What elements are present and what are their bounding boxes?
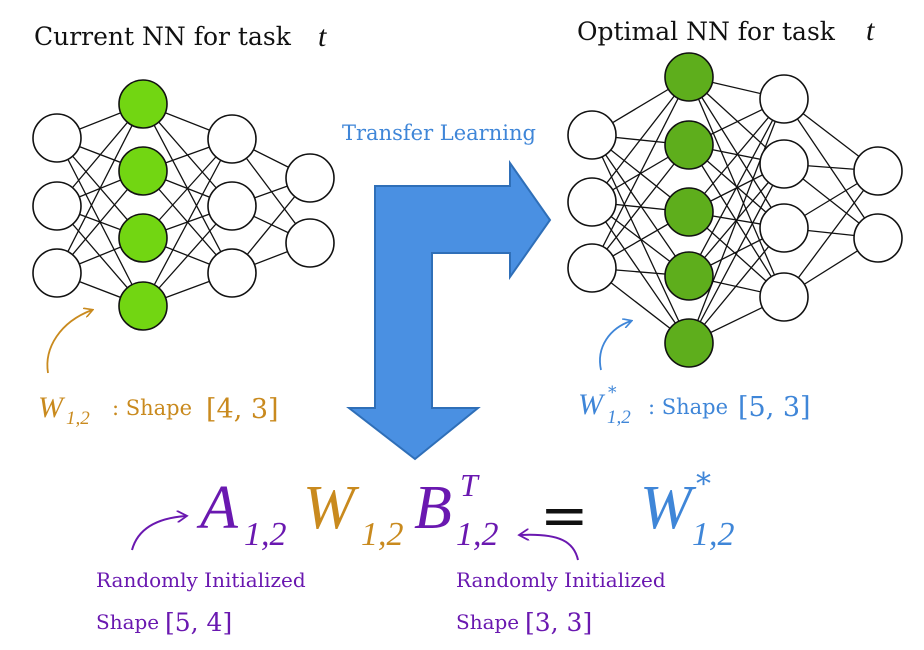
connection-line [688,98,785,277]
network-connections [591,76,879,344]
neuron [207,181,257,231]
optimal-weight-label: W * 1,2 : Shape [5, 3] [578,383,811,428]
neuron [853,213,903,263]
equation-equals: = [540,481,589,549]
neuron [853,146,903,196]
neuron [32,248,82,298]
left-note-line2: Shape [96,610,159,634]
current-shape-value: [4, 3] [206,394,279,425]
transfer-learning-label: Transfer Learning [342,121,536,145]
hidden-neuron-green [118,79,168,129]
pointer-arrow-b [520,535,579,561]
connection-line [688,163,785,344]
connection-line [688,227,785,344]
connection-line [591,76,690,269]
hidden-neuron-green [118,281,168,331]
connection-line [783,98,879,239]
optimal-w-superscript: * [608,383,617,403]
equation-result-symbol: W [640,474,697,542]
neuron [567,243,617,293]
optimal-w-subscript: 1,2 [607,407,631,428]
transfer-arrow [346,159,552,461]
connection-line [591,76,690,203]
equation-a-subscript: 1,2 [244,516,287,553]
right-note-line1: Randomly Initialized [456,568,666,592]
optimal-shape-label: : Shape [648,395,728,419]
current-w-symbol: W [38,391,66,424]
neuron [32,113,82,163]
equation-b-symbol: B [414,474,452,542]
neuron [759,139,809,189]
pointer-arrow-a [131,516,186,551]
hidden-neuron-green [664,52,714,102]
neural-network-right [567,52,903,368]
current-weight-label: W 1,2 : Shape [4, 3] [38,391,279,429]
equation-b-superscript: T [460,467,480,503]
equation-result-subscript: 1,2 [692,516,735,553]
equation-w-subscript: 1,2 [361,516,404,553]
current-shape-label: : Shape [112,396,192,420]
hidden-neuron-green [664,318,714,368]
neuron [759,203,809,253]
hidden-neuron-green [118,146,168,196]
hidden-neuron-green [664,120,714,170]
optimal-nn-title: Optimal NN for task [577,17,836,46]
left-note-shape-value: [5, 4] [165,608,232,637]
connection-line [56,103,144,274]
neuron [32,181,82,231]
neuron [207,114,257,164]
optimal-w-symbol: W [578,388,606,421]
equation-result-superscript: * [696,467,711,502]
optimal-shape-value: [5, 3] [738,392,811,423]
current-w-subscript: 1,2 [66,408,90,429]
connection-line [591,144,690,269]
pointer-arrow-left-weights [46,310,92,374]
hidden-neuron-green [118,213,168,263]
right-note-line2: Shape [456,610,519,634]
hidden-neuron-green [664,187,714,237]
neural-network-left [32,79,335,331]
neuron [207,248,257,298]
left-note: Randomly Initialized Shape [5, 4] [96,568,306,637]
hidden-neuron-green [664,251,714,301]
right-note: Randomly Initialized Shape [3, 3] [456,568,666,637]
current-task-symbol: t [318,20,327,53]
equation-b-subscript: 1,2 [456,516,499,553]
neuron [759,74,809,124]
connection-line [783,170,879,298]
connection-line [688,98,785,344]
connection-line [142,138,233,307]
left-note-line1: Randomly Initialized [96,568,306,592]
equation: A 1,2 W 1,2 B T 1,2 = W * 1,2 [196,467,735,553]
right-note-shape-value: [3, 3] [525,608,592,637]
neuron [567,110,617,160]
pointer-arrow-right-weights [599,321,631,371]
current-nn-title: Current NN for task [34,22,292,51]
neuron [759,272,809,322]
equation-a-symbol: A [196,474,239,542]
network-connections [56,103,311,307]
neuron [285,218,335,268]
connection-line [688,76,785,229]
neuron [285,153,335,203]
optimal-task-symbol: t [866,14,875,47]
equation-w-symbol: W [303,474,360,542]
neuron [567,177,617,227]
